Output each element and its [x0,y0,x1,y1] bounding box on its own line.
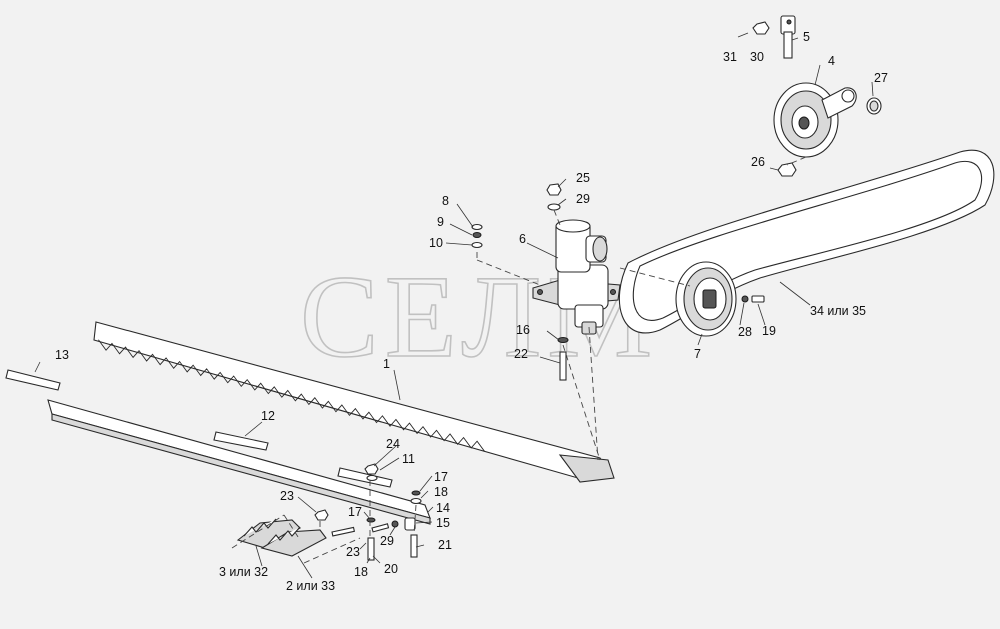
callout-2: 2 или 33 [286,579,335,593]
drive-belt [618,149,995,334]
callout-29b: 29 [380,534,394,548]
callout-9: 9 [437,215,444,229]
callout-6: 6 [519,232,526,246]
callout-19: 19 [762,324,776,338]
callout-8: 8 [442,194,449,208]
tensioner-pulley [773,82,857,158]
callout-21: 21 [438,538,452,552]
knife-guards [236,518,327,557]
tension-screw-5 [780,15,796,59]
alignment-lines [231,156,807,564]
callout-17a: 17 [434,470,448,484]
drive-pulley [675,261,737,337]
callout-31: 31 [723,50,737,64]
callout-16: 16 [516,323,530,337]
callout-26: 26 [751,155,765,169]
callout-11: 11 [402,452,415,466]
small-fasteners [314,463,422,561]
callout-23a: 23 [280,489,294,503]
callout-15: 15 [436,516,450,530]
callout-7: 7 [694,347,701,361]
callout-1: 1 [383,357,390,371]
nut-25-washer-29 [546,183,562,211]
callout-14: 14 [436,501,450,515]
callout-24: 24 [386,437,400,451]
callout-4: 4 [828,54,835,68]
callout-34: 34 или 35 [810,304,866,318]
callout-29a: 29 [576,192,590,206]
callout-13: 13 [55,348,69,362]
callouts: 1 2 или 33 3 или 32 4 5 6 7 8 9 10 11 12… [55,30,888,593]
plate-13 [5,369,61,391]
pin-31 [737,32,749,38]
callout-3: 3 или 32 [219,565,268,579]
callout-25: 25 [576,171,590,185]
callout-23b: 23 [346,545,360,559]
bolt-22-washer-16 [557,337,569,381]
bolt-19-washer-28 [741,295,765,303]
callout-18a: 18 [434,485,448,499]
leader-lines [34,37,874,579]
callout-5: 5 [803,30,810,44]
ring-27 [866,97,882,115]
callout-28: 28 [738,325,752,339]
callout-18b: 18 [354,565,368,579]
callout-17b: 17 [348,505,362,519]
nut-30 [752,21,770,35]
callout-22: 22 [514,347,528,361]
callout-30: 30 [750,50,764,64]
gearbox [532,219,621,335]
guard-bar [47,399,431,525]
callout-20: 20 [384,562,398,576]
callout-10: 10 [429,236,443,250]
callout-27: 27 [874,71,888,85]
washers-8-9-10 [471,223,483,249]
callout-12: 12 [261,409,275,423]
knife-blade-bar [93,321,615,483]
plate-12 [213,431,269,451]
